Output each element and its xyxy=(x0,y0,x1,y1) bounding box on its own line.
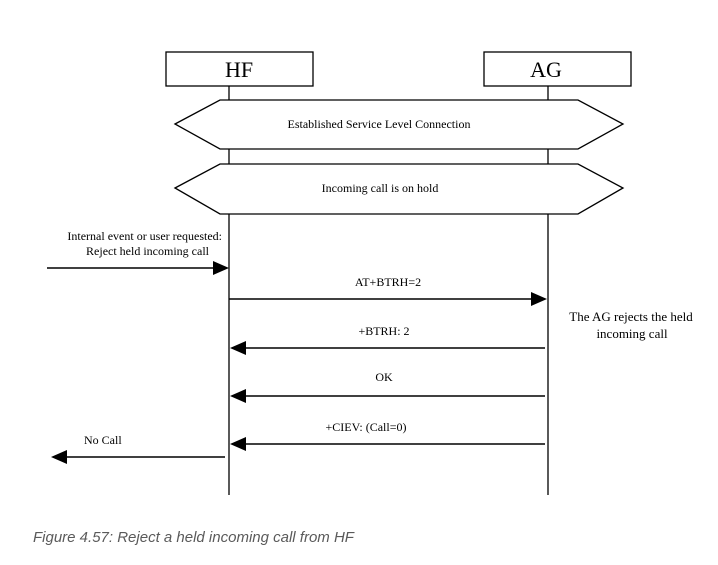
msg-ciev-arrow xyxy=(230,437,545,451)
no-call-arrow xyxy=(51,450,225,464)
msg-ciev-label: +CIEV: (Call=0) xyxy=(326,420,407,434)
internal-event-note-line1: Internal event or user requested: xyxy=(67,229,222,243)
phase-hold-label: Incoming call is on hold xyxy=(322,181,439,195)
msg-btrh-resp-label: +BTRH: 2 xyxy=(358,324,409,338)
phase-hold: Incoming call is on hold xyxy=(173,163,625,215)
internal-event-arrow xyxy=(47,261,229,275)
phase-slc-label: Established Service Level Connection xyxy=(288,117,471,131)
ag-participant-label: AG xyxy=(530,57,562,82)
figure-caption: Figure 4.57: Reject a held incoming call… xyxy=(33,529,354,546)
msg-btrh-cmd-arrow xyxy=(229,292,547,306)
msg-btrh-resp-arrow xyxy=(230,341,545,355)
hf-participant: HF xyxy=(165,51,314,87)
msg-ok-arrow xyxy=(230,389,545,403)
internal-event-note-line2: Reject held incoming call xyxy=(86,244,210,258)
ag-participant: AG xyxy=(483,51,632,87)
hf-participant-label: HF xyxy=(225,57,253,82)
no-call-note: No Call xyxy=(84,433,122,447)
phase-slc: Established Service Level Connection xyxy=(173,99,625,150)
ag-note-line2: incoming call xyxy=(596,326,668,341)
ag-note-line1: The AG rejects the held xyxy=(569,309,693,324)
msg-btrh-cmd-label: AT+BTRH=2 xyxy=(355,275,421,289)
msg-ok-label: OK xyxy=(375,370,393,384)
